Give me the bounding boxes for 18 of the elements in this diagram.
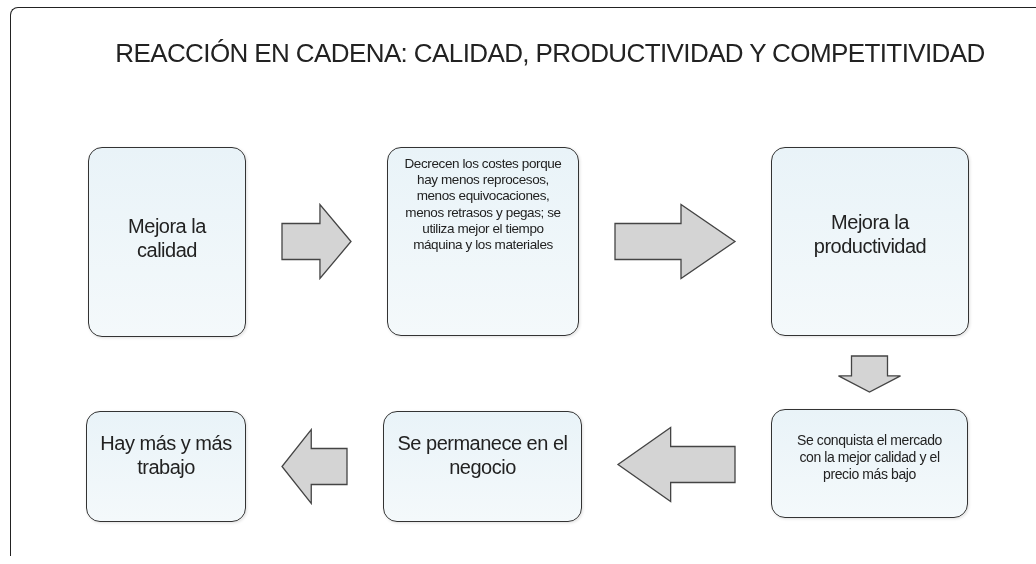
box-text: Decrecen los costes porque hay menos reprocesos, menos equivocaciones, menos retrasos y pegas; se utiliza mejor el tiempo máquina y los materiales	[403, 156, 563, 254]
block-arrow	[281, 202, 352, 281]
block-arrow	[281, 427, 348, 506]
diagram-title: REACCIÓN EN CADENA: CALIDAD, PRODUCTIVIDAD Y COMPETITIVIDAD	[114, 38, 986, 69]
box-text: Se conquista el mercado con la mejor calidad y el precio más bajo	[796, 432, 943, 483]
process-box	[88, 147, 246, 337]
box-text: Mejora la calidad	[127, 214, 208, 262]
process-box	[387, 147, 579, 336]
process-box	[383, 411, 582, 522]
process-box	[771, 147, 969, 336]
box-text: Mejora la productividad	[812, 210, 928, 258]
box-text: Hay más y más trabajo	[99, 431, 233, 479]
process-box	[86, 411, 246, 522]
process-box	[771, 409, 968, 518]
block-arrow	[614, 203, 737, 280]
block-arrow	[616, 426, 736, 503]
box-text: Se permanece en el negocio	[396, 431, 569, 479]
block-arrow	[837, 355, 902, 393]
